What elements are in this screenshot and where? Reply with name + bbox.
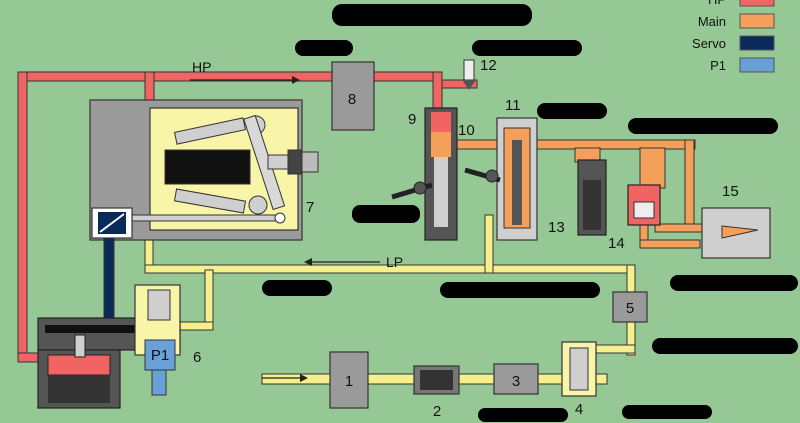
governor-hub (267, 154, 289, 170)
actuator-hp-chamber (47, 354, 111, 376)
hp-line-left (17, 71, 28, 363)
component-12-valve (463, 59, 475, 81)
main-line-to-15 (654, 223, 704, 233)
drive-shaft (301, 151, 319, 173)
label-15: 15 (722, 183, 739, 200)
governor-spring-block (164, 149, 251, 185)
label-13: 13 (548, 219, 565, 236)
label-4: 4 (575, 401, 583, 418)
redaction-4 (537, 103, 607, 119)
component-12-tip (462, 80, 476, 90)
component-9-spool (434, 157, 448, 227)
redaction-6 (352, 205, 420, 223)
redaction-5 (628, 118, 778, 134)
label-9: 9 (408, 111, 416, 128)
lever-11-pivot (485, 169, 499, 183)
label-12: 12 (480, 57, 497, 74)
component-15-spray (721, 225, 759, 239)
label-11: 11 (505, 97, 521, 114)
legend-swatch-p1 (739, 57, 775, 73)
legend: HP Main Servo P1 (692, 0, 775, 73)
main-line-right (684, 139, 695, 226)
inlet-arrow-head (300, 374, 308, 382)
main-stub-14 (639, 147, 666, 189)
legend-swatch-main (739, 13, 775, 29)
governor-rod-pivot (274, 212, 286, 224)
component-1 (329, 351, 369, 409)
lp-label: LP (386, 254, 403, 270)
p1-line (151, 369, 167, 396)
legend-swatch-servo (739, 35, 775, 51)
label-7: 7 (306, 199, 314, 216)
component-9-main-outlet (431, 132, 451, 157)
lp-line-6-in (179, 321, 214, 331)
label-14: 14 (608, 235, 625, 252)
actuator-piston-rod (74, 334, 86, 358)
component-9-hp-inlet (431, 112, 451, 132)
label-3: 3 (512, 373, 520, 390)
legend-label-p1: P1 (710, 58, 726, 73)
component-11-spool (512, 140, 522, 225)
redaction-3 (472, 40, 582, 56)
redaction-1 (332, 4, 532, 26)
hp-arrow-head (292, 76, 300, 84)
label-6: 6 (193, 349, 201, 366)
servo-valve-spring (99, 213, 125, 233)
redaction-12 (622, 405, 712, 419)
component-2-filter (420, 370, 453, 390)
label-10: 10 (458, 122, 475, 139)
component-13-spring (583, 180, 601, 230)
flyweight-mechanism (129, 114, 319, 224)
label-8: 8 (348, 91, 356, 108)
drive-gear (287, 149, 303, 175)
redaction-9 (670, 275, 798, 291)
lp-line-to-4 (594, 344, 636, 354)
lp-line-to-11 (484, 214, 494, 274)
component-15 (701, 207, 771, 259)
flyweight-lower (248, 195, 268, 215)
redaction-8 (440, 282, 600, 298)
label-1: 1 (345, 373, 353, 390)
redaction-11 (478, 408, 568, 422)
lever-9-pivot (413, 181, 427, 195)
component-4-element (569, 347, 589, 391)
legend-label-main: Main (698, 14, 726, 29)
lp-line-to-6 (204, 269, 214, 331)
label-2: 2 (433, 403, 441, 420)
legend-label-servo: Servo (692, 36, 726, 51)
component-5 (612, 291, 648, 323)
legend-swatch-hp (739, 0, 775, 7)
servo-line (103, 237, 115, 329)
hp-line-to-12 (441, 79, 478, 89)
label-5: 5 (626, 300, 634, 317)
redactions (262, 4, 798, 422)
component-6-bellows (147, 289, 171, 321)
p1-label: P1 (151, 347, 169, 364)
hp-line-down-9 (432, 71, 443, 113)
actuator-spring-chamber (48, 375, 110, 403)
redaction-7 (262, 280, 332, 296)
flyweight-arm-upper (173, 117, 247, 145)
flyweight-arm-lower (173, 188, 247, 214)
main-line-14-to-15 (639, 239, 701, 249)
component-3 (493, 363, 539, 395)
component-8 (331, 61, 375, 131)
redaction-10 (652, 338, 798, 354)
governor-rod (129, 214, 281, 222)
actuator-lever (45, 325, 175, 333)
legend-label-hp: HP (708, 0, 726, 7)
redaction-2 (295, 40, 353, 56)
hp-line-to-9 (371, 71, 443, 82)
component-14-valve (633, 201, 655, 219)
lp-arrow-head (304, 258, 312, 266)
hp-label: HP (192, 59, 211, 75)
